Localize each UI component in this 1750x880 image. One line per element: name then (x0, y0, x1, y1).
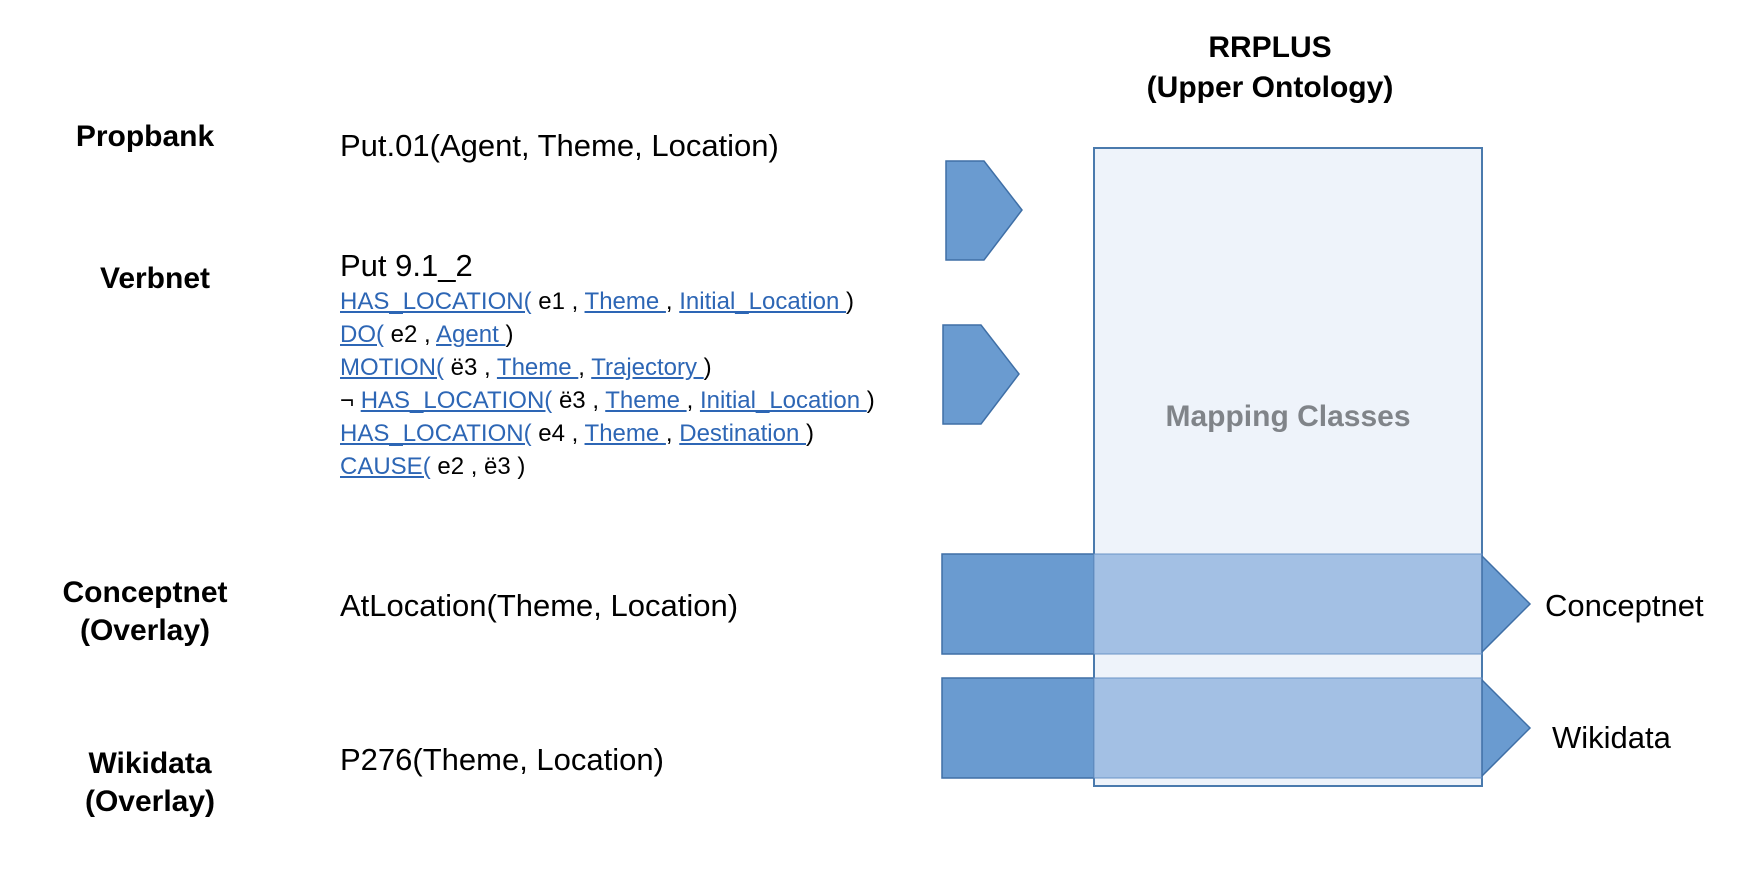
verbnet-text: ) (505, 321, 514, 348)
verbnet-link[interactable]: HAS_LOCATION( (340, 420, 532, 447)
verbnet-text: e4 , (531, 420, 585, 447)
verbnet-text: , (578, 354, 592, 381)
conceptnet-output-label: Conceptnet (1545, 588, 1704, 623)
verbnet-text: ) (866, 387, 875, 414)
verbnet-link[interactable]: Theme (584, 420, 666, 447)
verbnet-arrow (942, 324, 1020, 425)
verbnet-link[interactable]: HAS_LOCATION( (340, 288, 532, 315)
verbnet-link[interactable]: Agent (436, 321, 506, 348)
verbnet-text: e1 , (531, 288, 585, 315)
propbank-arrow (945, 160, 1023, 261)
verbnet-text: ë3 , (443, 354, 497, 381)
verbnet-text: , (665, 288, 680, 315)
verbnet-link[interactable]: Theme (584, 288, 666, 315)
conceptnet-label-line1: Conceptnet (62, 576, 228, 609)
verbnet-link[interactable]: Theme (605, 387, 687, 414)
verbnet-link[interactable]: Destination (679, 420, 806, 447)
verbnet-text: e2 , (384, 321, 437, 348)
conceptnet-output-arrow (1481, 554, 1532, 654)
verbnet-link[interactable]: Initial_Location (679, 288, 847, 315)
verbnet-predicate-line: MOTION( ë3 , Theme , Trajectory ) (340, 351, 712, 384)
wikidata-input-bar (941, 677, 1095, 779)
rrplus-title-line1: RRPLUS (1208, 31, 1332, 64)
verbnet-link[interactable]: Trajectory (591, 354, 704, 381)
verbnet-predicate-line: ¬ HAS_LOCATION( ë3 , Theme , Initial_Loc… (340, 384, 875, 417)
verbnet-text: ) (806, 420, 814, 447)
propbank-label: Propbank (75, 120, 215, 153)
verbnet-link[interactable]: HAS_LOCATION( (360, 387, 553, 414)
rrplus-title: RRPLUS (Upper Ontology) (1100, 28, 1440, 108)
verbnet-text: ë3 , (552, 387, 606, 414)
wikidata-label-line1: Wikidata (88, 747, 212, 780)
verbnet-title: Put 9.1_2 (340, 248, 473, 283)
wikidata-output-arrow (1481, 678, 1532, 778)
wikidata-label-line2: (Overlay) (84, 785, 216, 818)
verbnet-link[interactable]: Theme (496, 354, 579, 381)
verbnet-text: ) (703, 354, 712, 381)
propbank-expression: Put.01(Agent, Theme, Location) (340, 128, 779, 163)
wikidata-output-label: Wikidata (1552, 720, 1671, 755)
verbnet-predicate-line: HAS_LOCATION( e1 , Theme , Initial_Locat… (340, 285, 854, 318)
verbnet-label: Verbnet (99, 262, 211, 295)
conceptnet-input-bar (941, 553, 1095, 655)
wikidata-band (1093, 677, 1483, 779)
verbnet-text: e2 , ë3 ) (430, 453, 526, 480)
verbnet-text: ) (846, 288, 855, 315)
conceptnet-expression: AtLocation(Theme, Location) (340, 588, 739, 623)
rrplus-title-line2: (Upper Ontology) (1146, 71, 1394, 104)
verbnet-link[interactable]: Initial_Location (699, 387, 867, 414)
verbnet-predicate-line: CAUSE( e2 , ë3 ) (340, 450, 525, 483)
wikidata-overlay-label: Wikidata (Overlay) (65, 745, 235, 821)
mapping-classes-label: Mapping Classes (1165, 400, 1411, 433)
verbnet-text: , (665, 420, 680, 447)
verbnet-predicate-line: DO( e2 , Agent ) (340, 318, 513, 351)
conceptnet-label-line2: (Overlay) (79, 614, 211, 647)
verbnet-link[interactable]: DO( (340, 321, 384, 348)
conceptnet-band (1093, 553, 1483, 655)
verbnet-predicate-line: HAS_LOCATION( e4 , Theme , Destination ) (340, 417, 814, 450)
verbnet-link[interactable]: CAUSE( (340, 453, 431, 480)
wikidata-expression: P276(Theme, Location) (340, 742, 664, 777)
verbnet-text: , (686, 387, 700, 414)
conceptnet-overlay-label: Conceptnet (Overlay) (45, 574, 245, 650)
verbnet-link[interactable]: MOTION( (340, 354, 444, 381)
verbnet-text: ¬ (340, 387, 361, 414)
